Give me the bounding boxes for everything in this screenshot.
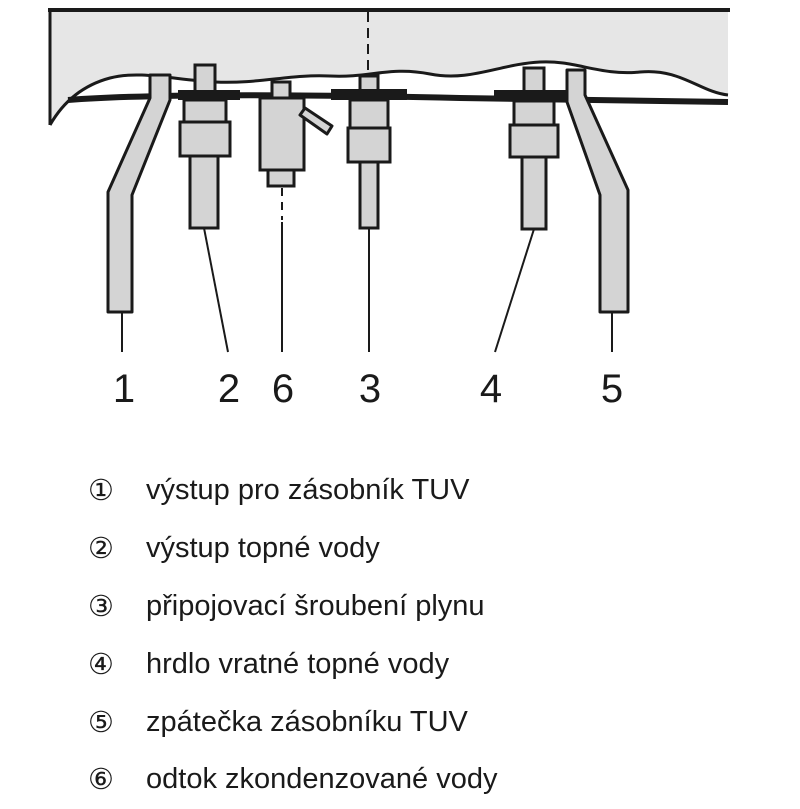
- boiler-housing: [48, 8, 730, 126]
- label-1: 1: [113, 367, 135, 411]
- pipe-5-dhw-return: [565, 68, 630, 314]
- pipe-3-gas-connection: [331, 74, 407, 230]
- legend-marker-6: ⑥: [88, 762, 114, 797]
- leader-lines: [121, 222, 613, 353]
- legend-text-2: výstup topné vody: [146, 532, 380, 565]
- pipe-6-condensate-drain: [258, 80, 334, 220]
- legend-text-6: odtok zkondenzované vody: [146, 763, 498, 796]
- connection-diagram: 1 2 6 3 4 5: [48, 8, 730, 411]
- leader-line-4: [494, 228, 535, 353]
- legend-item-3: ③ připojovací šroubení plynu: [88, 578, 788, 636]
- legend-item-2: ② výstup topné vody: [88, 520, 788, 578]
- pipe-4-heating-return: [494, 66, 574, 231]
- legend-item-4: ④ hrdlo vratné topné vody: [88, 635, 788, 693]
- label-3: 3: [359, 367, 381, 411]
- legend-text-5: zpátečka zásobníku TUV: [146, 705, 468, 738]
- pipe-1-dhw-outlet: [106, 73, 172, 314]
- pipe-2-heating-outlet: [178, 63, 240, 230]
- label-6: 6: [272, 367, 294, 411]
- legend-text-1: výstup pro zásobník TUV: [146, 474, 470, 507]
- legend-text-3: připojovací šroubení plynu: [146, 589, 485, 622]
- legend-item-6: ⑥ odtok zkondenzované vody: [88, 751, 788, 809]
- legend-text-4: hrdlo vratné topné vody: [146, 647, 450, 680]
- label-4: 4: [480, 367, 502, 411]
- legend-marker-5: ⑤: [88, 704, 114, 739]
- legend-marker-2: ②: [88, 531, 114, 566]
- label-2: 2: [218, 367, 240, 411]
- legend-list: ① výstup pro zásobník TUV ② výstup topné…: [88, 462, 788, 809]
- leader-line-2: [203, 227, 229, 353]
- legend-marker-4: ④: [88, 646, 114, 681]
- legend-marker-1: ①: [88, 473, 114, 508]
- legend-item-5: ⑤ zpátečka zásobníku TUV: [88, 693, 788, 751]
- legend-item-1: ① výstup pro zásobník TUV: [88, 462, 788, 520]
- legend-marker-3: ③: [88, 588, 114, 623]
- label-5: 5: [601, 367, 623, 411]
